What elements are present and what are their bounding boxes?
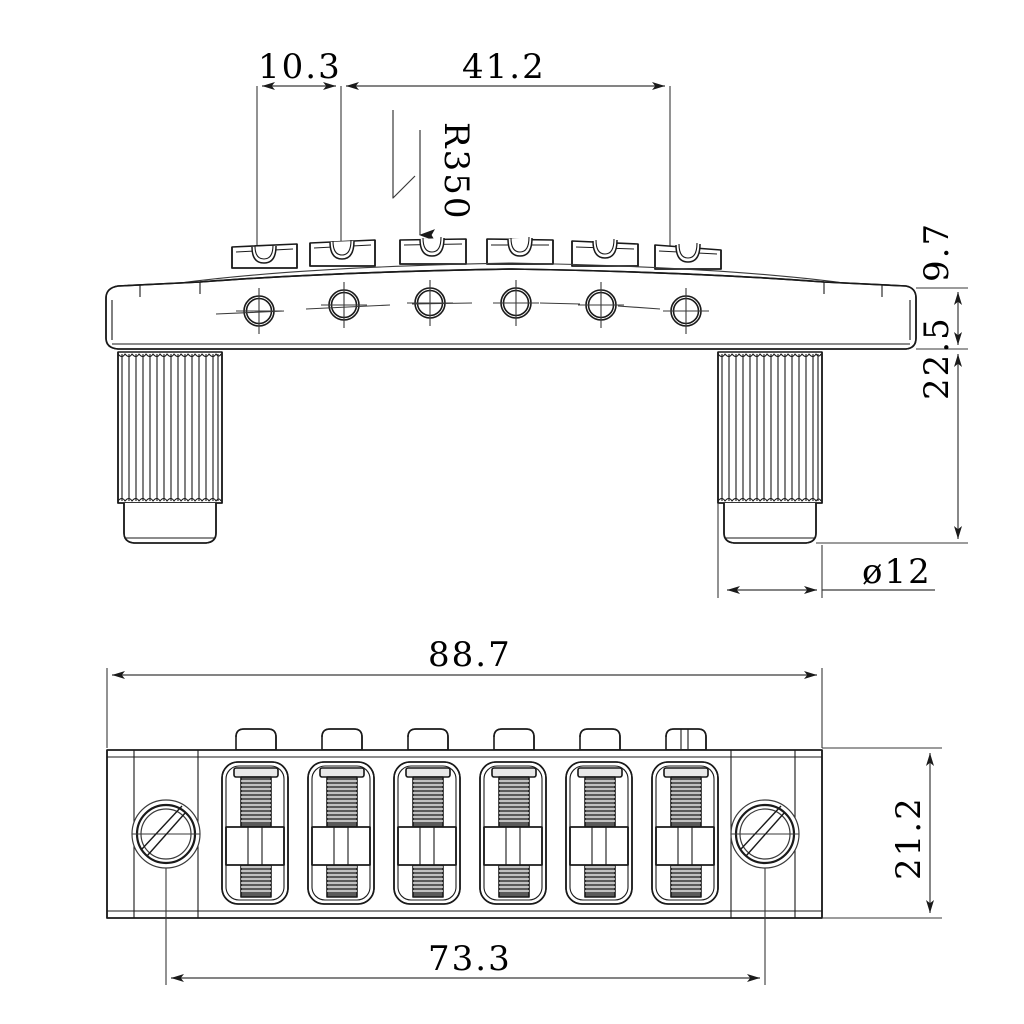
dimension-right-group (816, 287, 968, 544)
height-adjustment-post (717, 351, 823, 544)
dimension-post-spacing (165, 868, 766, 985)
intonation-screw (407, 280, 453, 326)
string-saddle (231, 243, 298, 269)
slotted-mounting-stud (730, 799, 800, 869)
dim-label-22-5: 22.5 (917, 316, 957, 400)
string-saddle (486, 236, 554, 265)
dimension-overall-width (822, 747, 942, 919)
string-saddle (565, 761, 633, 905)
intonation-screw-holes-side (215, 280, 709, 334)
dim-label-r350: R350 (436, 122, 476, 221)
string-saddle (221, 761, 289, 905)
dimension-post-diameter (717, 503, 935, 598)
dimension-top-group (256, 82, 671, 255)
string-saddle (307, 761, 375, 905)
dimension-overall-length (106, 668, 823, 748)
string-saddle (393, 761, 461, 905)
dim-label-73-3: 73.3 (428, 939, 512, 979)
saddle-tops-plan (235, 728, 707, 751)
string-saddle (654, 242, 722, 270)
side-view (105, 236, 917, 544)
intonation-screw (236, 288, 282, 334)
radius-callout-leader (392, 110, 435, 241)
string-saddle (479, 761, 547, 905)
knurled-thumbwheel (717, 351, 823, 504)
dim-label-9-7: 9.7 (917, 222, 957, 282)
dim-label-88-7: 88.7 (428, 635, 512, 675)
dim-label-41-2: 41.2 (462, 47, 546, 87)
saddle-row-plan (221, 761, 719, 905)
dim-label-10-3: 10.3 (258, 47, 342, 87)
intonation-screw (663, 288, 709, 334)
height-adjustment-post (117, 351, 223, 544)
slotted-mounting-stud (131, 799, 201, 869)
intonation-screw (493, 280, 539, 326)
string-saddle (399, 236, 467, 265)
intonation-screw (578, 282, 624, 328)
dim-label-diameter-12: ø12 (862, 552, 932, 592)
knurled-thumbwheel (117, 351, 223, 504)
dim-label-21-2: 21.2 (889, 796, 929, 880)
string-saddle (571, 238, 639, 267)
saddle-row-side (231, 236, 722, 270)
bottom-view (106, 728, 823, 919)
string-saddle (651, 761, 719, 905)
intonation-screw (321, 282, 367, 328)
string-saddle (309, 239, 376, 267)
